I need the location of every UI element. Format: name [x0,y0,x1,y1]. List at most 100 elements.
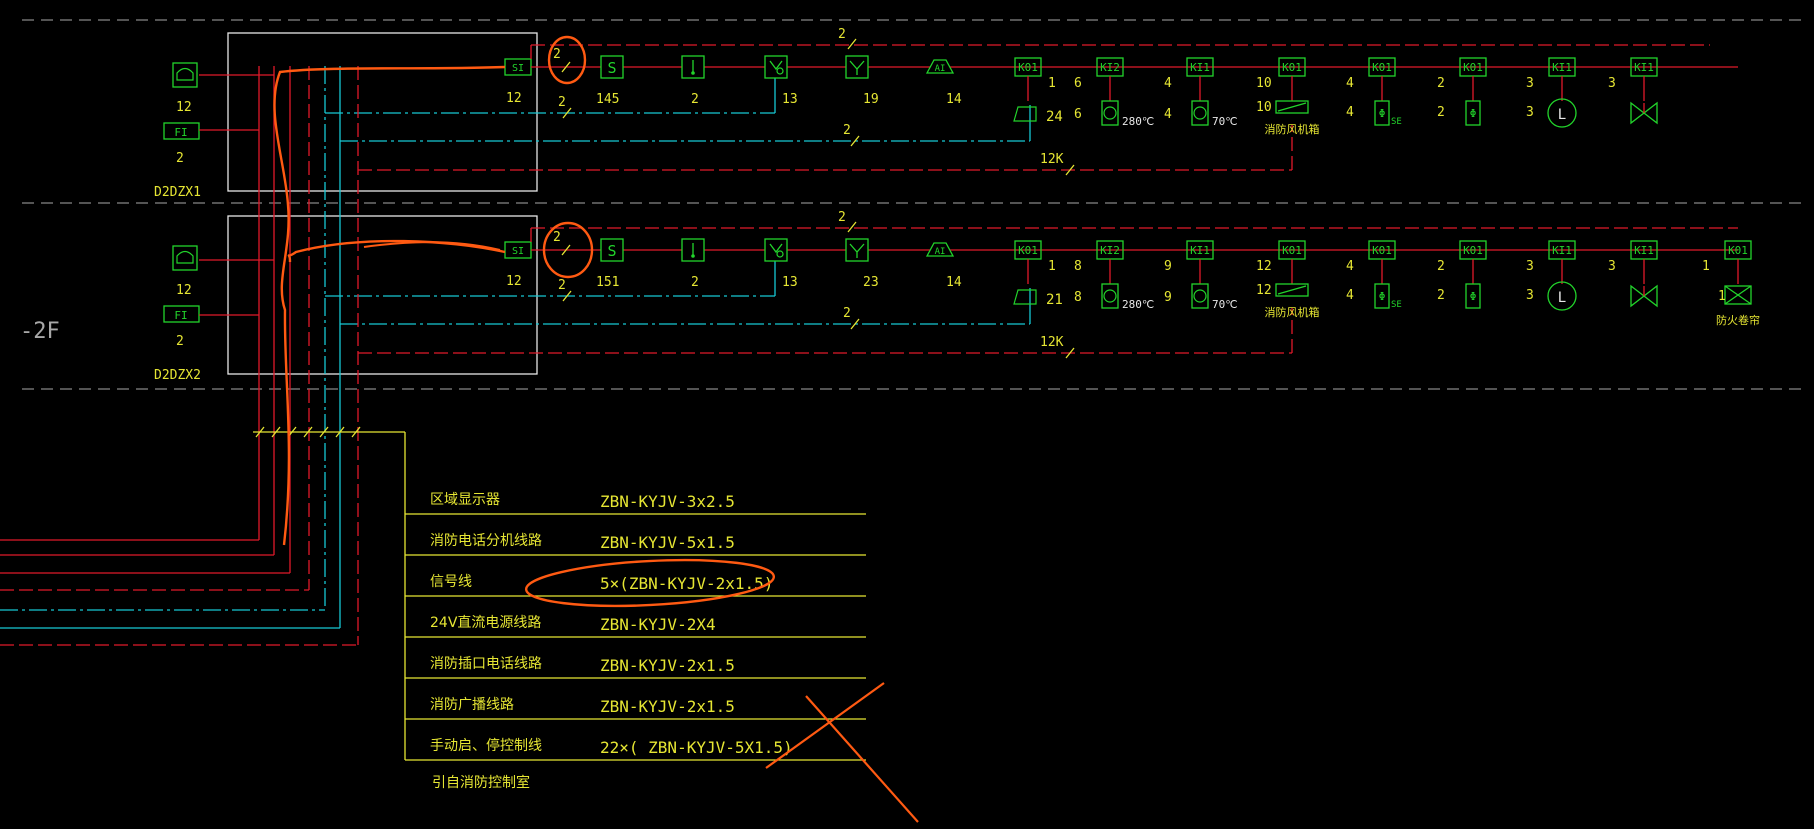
handdrawn-cross-1 [805,695,919,823]
cable-spec: 22×( ZBN-KYJV-5X1.5) [600,738,793,757]
telephone-handset-icon [176,250,194,264]
cable-spec: ZBN-KYJV-5x1.5 [600,533,735,552]
device-hydrant-icon [764,55,788,79]
power-slash [850,318,860,330]
module-label: KI1 [1190,244,1210,257]
light-glyph: L [1558,290,1566,306]
device-count: 23 [863,275,879,290]
module-top-count: 3 [1526,259,1534,274]
module-bottom-count: 4 [1164,107,1172,122]
fire-damper-icon [1191,283,1209,309]
device-manual-call-icon [681,238,705,262]
module-label: KI1 [1552,244,1572,257]
light-circle-icon [1547,281,1577,311]
cable-name: 消防电话分机线路 [430,533,542,549]
signal-slash [562,107,572,119]
hydrant-ring [776,67,784,75]
red-count: 12K [1040,152,1064,167]
module-bottom-count: 9 [1164,290,1172,305]
smoke-detector-glyph: S [607,59,616,77]
device-alarm-icon: AI [925,242,955,257]
fi-label: FI [174,126,187,139]
flow-glyph: Φ [1470,107,1477,120]
fire-shutter-icon [1724,285,1752,305]
telephone-handset-icon [176,67,194,81]
module-top-count: 12 [1256,259,1272,274]
pressure-glyph: Φ [1379,290,1386,303]
damper-circle-icon [1103,289,1117,303]
flow-switch-icon [1013,106,1037,122]
module-label: K01 [1463,244,1483,257]
module-top-count: 10 [1256,76,1272,91]
module-label: KI2 [1100,244,1120,257]
bus-mark: 2 [838,27,846,42]
module-label: K01 [1372,61,1392,74]
telephone-icon [172,245,198,271]
device-count: 2 [691,275,699,290]
handdrawn-circle-3 [524,558,776,608]
si-count: 12 [506,274,522,289]
device-count: 13 [782,275,798,290]
module-label: K01 [1372,244,1392,257]
fan-box-icon [1275,283,1309,297]
power-mark: 2 [843,306,851,321]
flow-glyph: Φ [1470,290,1477,303]
device-count: 13 [782,92,798,107]
alarm-bell-glyph [925,242,955,257]
module-bottom-count: 1 [1718,289,1726,304]
temperature-label: 70℃ [1212,298,1238,311]
module-bottom-count: 24 [1046,109,1063,125]
device-box [600,55,624,79]
device-hydrant-icon [764,238,788,262]
hydrant-glyph [769,243,783,254]
red-count: 12K [1040,335,1064,350]
power-slash [850,135,860,147]
si-label: SI [512,246,524,257]
floor-label: -2F [20,319,60,344]
device-count: 145 [596,92,619,107]
fi-box [163,122,200,140]
module-top-count: 3 [1608,76,1616,91]
temperature-label: 280℃ [1122,298,1154,311]
pressure-glyph: Φ [1379,107,1386,120]
device-S-icon: S [600,55,624,79]
device-box [764,55,788,79]
module-top-count: 3 [1608,259,1616,274]
handdrawn-cross-2 [765,682,885,769]
module-bottom-count: 8 [1074,290,1082,305]
fan-box-icon [1275,100,1309,114]
cable-spec: 5×(ZBN-KYJV-2x1.5) [600,574,773,593]
panel-box-1 [227,32,538,192]
module-bottom-count: 4 [1346,288,1354,303]
module-bottom-count: 21 [1046,292,1063,308]
cable-name: 区域显示器 [430,492,500,508]
fan-box-diag [1277,285,1307,295]
alarm-text: AI [935,247,946,257]
heat-detector-glyph [849,60,865,75]
device-S-icon: S [600,238,624,262]
signal-slash [562,290,572,302]
manual-call-dot [691,71,695,75]
module-label: K01 [1728,244,1748,257]
device-manual-call-icon [681,55,705,79]
module-top-count: 4 [1346,259,1354,274]
pressure-switch-icon [1374,100,1390,126]
valve-icon [1630,101,1658,125]
handdrawn-trace-2 [287,239,506,263]
cable-name: 消防插口电话线路 [430,656,542,672]
handdrawn-circle-2 [542,221,594,279]
bus-slash [847,221,857,233]
cable-spec: ZBN-KYJV-2x1.5 [600,697,735,716]
panel-name: D2DZX1 [154,185,201,200]
cable-name: 消防广播线路 [430,697,514,713]
se-label: SE [1391,117,1402,127]
light-circle-icon [1547,98,1577,128]
fi-box [163,305,200,323]
module-label: KI1 [1634,61,1654,74]
module-bottom-count: 6 [1074,107,1082,122]
module-bottom-count: 10 [1256,100,1272,115]
bus-slash [847,38,857,50]
fire-damper-icon [1191,100,1209,126]
valve-icon [1630,284,1658,308]
